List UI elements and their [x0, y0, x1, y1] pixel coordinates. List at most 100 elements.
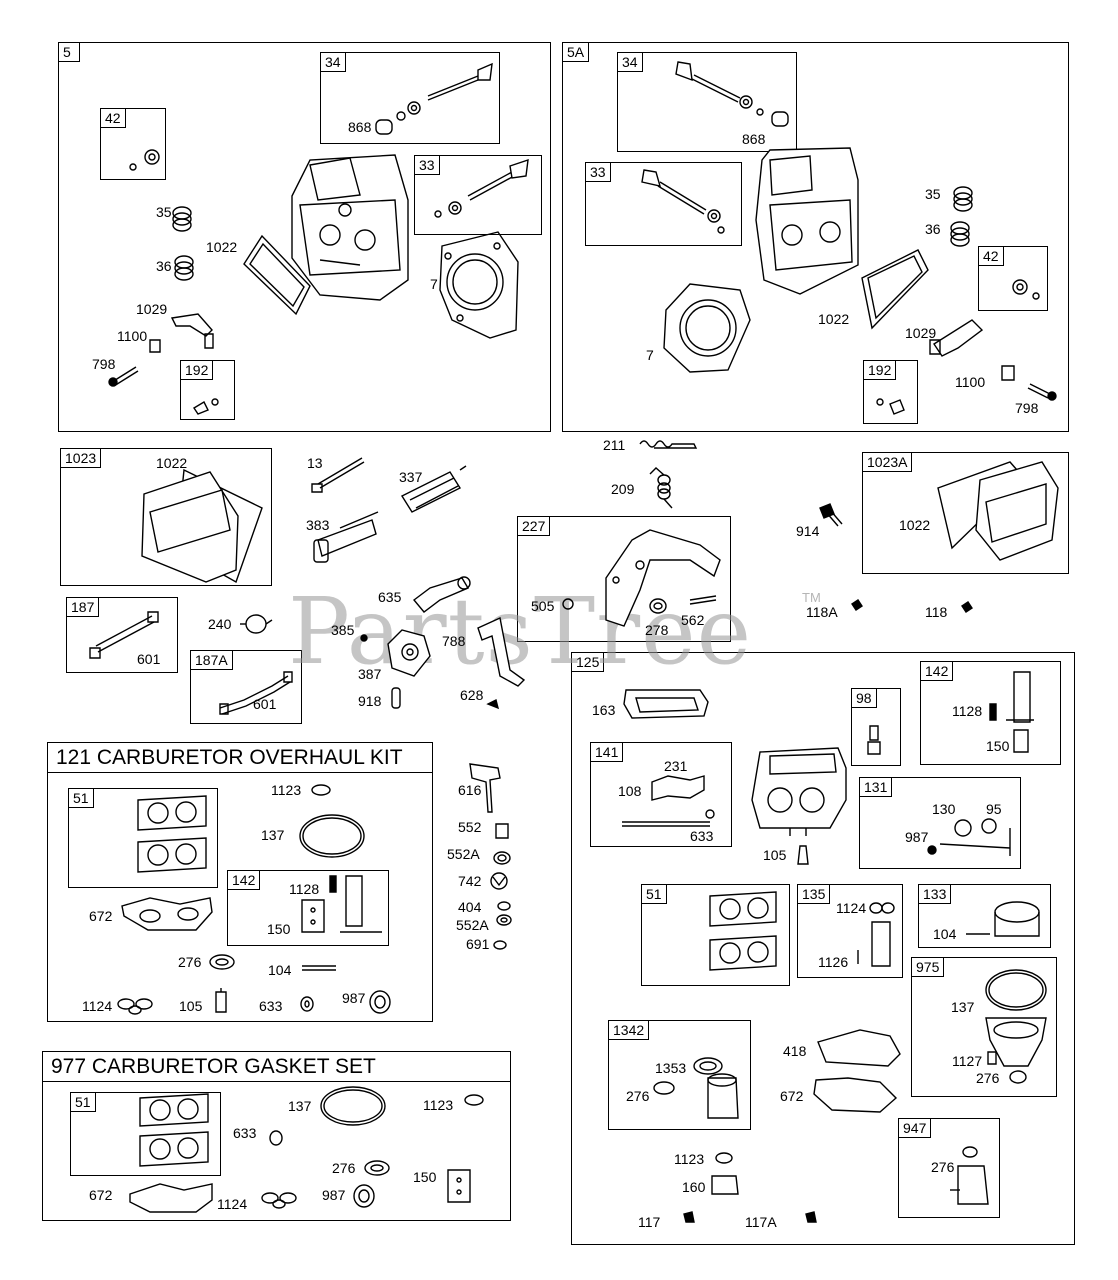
valve-34b-drawing [676, 62, 788, 126]
part-label: 383 [306, 517, 330, 533]
valve-33b-drawing [642, 170, 724, 233]
group-135-box: 135 [797, 884, 903, 978]
parts-160-117-drawing [684, 1153, 816, 1222]
group-34-box: 34 [617, 52, 797, 152]
bolt-13-drawing [312, 458, 364, 492]
part-label: 552A [447, 846, 480, 862]
part-label: 7 [430, 276, 438, 292]
group-tag: 42 [100, 108, 126, 128]
group-51-box: 51 [70, 1092, 221, 1176]
group-tag: 33 [585, 162, 611, 182]
watermark: PartsTree [288, 578, 753, 685]
group-141-box: 141 [590, 742, 732, 847]
part-label: 1124 [836, 900, 867, 916]
part-label: 105 [179, 998, 203, 1014]
part-label: 150 [986, 738, 1010, 754]
part-label: 798 [1015, 400, 1039, 416]
part-label: 1100 [117, 328, 148, 344]
solenoid-1342-drawing [654, 1058, 738, 1118]
rocker-1029-drawing [109, 314, 218, 414]
part-label: 633 [690, 828, 714, 844]
part-label: 117A [745, 1214, 777, 1230]
springs-35-36-drawing [173, 207, 193, 280]
spring-211-drawing [640, 441, 696, 448]
gasket-set-parts-drawing [130, 1087, 483, 1212]
group-tag: 187 [66, 597, 100, 617]
group-tag: 947 [898, 1118, 932, 1138]
part-label: 118A [806, 604, 838, 620]
group-51-box: 51 [68, 788, 218, 888]
part-label: 95 [986, 801, 1002, 817]
group-187-box: 187 [66, 597, 178, 673]
part-label: 868 [742, 131, 766, 147]
part-label: 601 [253, 696, 277, 712]
group-42-box: 42 [978, 246, 1048, 311]
part-label: 160 [682, 1179, 706, 1195]
retainer-42b-drawing [1013, 280, 1039, 299]
bracket-788-drawing [478, 618, 524, 708]
group-tag: 142 [227, 870, 261, 890]
group-tag: 192 [180, 360, 214, 380]
group-142-box: 142 [920, 661, 1061, 765]
part-label: 918 [358, 693, 382, 709]
group-tag: 51 [641, 884, 667, 904]
part-label: 987 [905, 829, 929, 845]
part-label: 505 [531, 598, 555, 614]
gasket-set-title: 977 CARBURETOR GASKET SET [43, 1052, 510, 1082]
part-label: 130 [932, 801, 956, 817]
linkage-141-drawing [622, 776, 714, 826]
group-tag: 34 [320, 52, 346, 72]
part-label: 276 [178, 954, 202, 970]
bowl-133-drawing [966, 902, 1039, 936]
part-label: 798 [92, 356, 116, 372]
group-tag: 187A [190, 650, 233, 670]
group-187a-box: 187A [190, 650, 302, 724]
part-label: 1128 [952, 703, 983, 719]
group-tag: 1342 [608, 1020, 650, 1040]
part-label: 628 [460, 687, 484, 703]
part-label: 1123 [674, 1151, 705, 1167]
group-1023-box: 1023 [60, 448, 272, 586]
gasket-1022-drawing [244, 236, 310, 314]
part-label: 104 [268, 962, 292, 978]
group-tag: 1023 [60, 448, 102, 468]
bracket-227-drawing [563, 530, 720, 626]
filter-240-drawing [240, 615, 272, 633]
gasket-418-672-drawing [814, 1030, 900, 1112]
part-label: 552 [458, 819, 482, 835]
part-label: 1022 [899, 517, 931, 533]
part-label: 231 [664, 758, 688, 774]
spark-plug-337-drawing [402, 466, 466, 512]
part-label: 35 [925, 186, 941, 202]
part-label: 404 [458, 899, 482, 915]
part-label: 150 [413, 1169, 437, 1185]
group-1023a-box: 1023A [862, 452, 1069, 574]
group-tag: 1023A [862, 452, 913, 472]
group-tag: 51 [68, 788, 94, 808]
part-label: 635 [378, 589, 402, 605]
part-label: 1127 [952, 1053, 983, 1069]
group-tag: 192 [863, 360, 897, 380]
group-tag: 141 [590, 742, 624, 762]
group-tag: 975 [911, 957, 945, 977]
spring-209-drawing [650, 468, 672, 508]
part-label: 276 [626, 1088, 650, 1104]
valve-34-drawing [376, 64, 492, 134]
part-label: 1124 [217, 1196, 248, 1212]
tube-601-drawing [90, 612, 158, 658]
group-tag: 125 [571, 652, 605, 672]
group-33-box: 33 [414, 155, 542, 235]
part-label: 276 [976, 1070, 1000, 1086]
part-label: 137 [261, 827, 285, 843]
oring-137-drawing [300, 815, 364, 857]
part-label: 987 [322, 1187, 346, 1203]
rocker-cover-1023a-drawing [938, 462, 1058, 560]
part-label: 1022 [156, 455, 188, 471]
group-tag: 33 [414, 155, 440, 175]
trademark-symbol: TM [802, 590, 821, 605]
part-label: 1126 [818, 954, 849, 970]
part-label: 418 [783, 1043, 807, 1059]
fuel-pump-387-drawing [361, 630, 430, 708]
elbow-635-drawing [414, 577, 470, 612]
head-gasket-7b-drawing [664, 284, 750, 372]
